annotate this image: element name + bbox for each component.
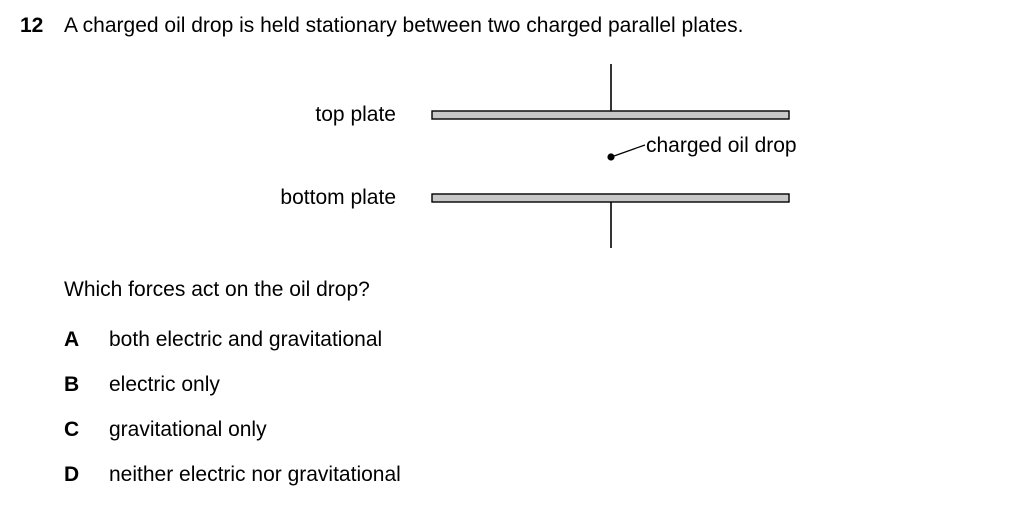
oil-drop-label: charged oil drop: [646, 134, 797, 157]
option-letter: A: [64, 328, 80, 351]
question-prompt: Which forces act on the oil drop?: [64, 278, 370, 301]
option-text: neither electric nor gravitational: [109, 463, 401, 486]
option-letter: B: [64, 373, 80, 396]
option-text: both electric and gravitational: [109, 328, 383, 351]
option-letter: C: [64, 418, 80, 441]
question-number: 12: [20, 14, 44, 37]
option-text: gravitational only: [109, 418, 267, 441]
bottom-plate: [431, 193, 790, 203]
oil-drop: [607, 153, 615, 161]
question-stem: A charged oil drop is held stationary be…: [64, 14, 744, 37]
bottom-plate-label: bottom plate: [280, 186, 396, 209]
option-text: electric only: [109, 373, 220, 396]
oil-drop-leader-line: [613, 144, 646, 157]
top-plate-label: top plate: [315, 103, 396, 126]
top-plate: [431, 110, 790, 120]
option-letter: D: [64, 463, 80, 486]
